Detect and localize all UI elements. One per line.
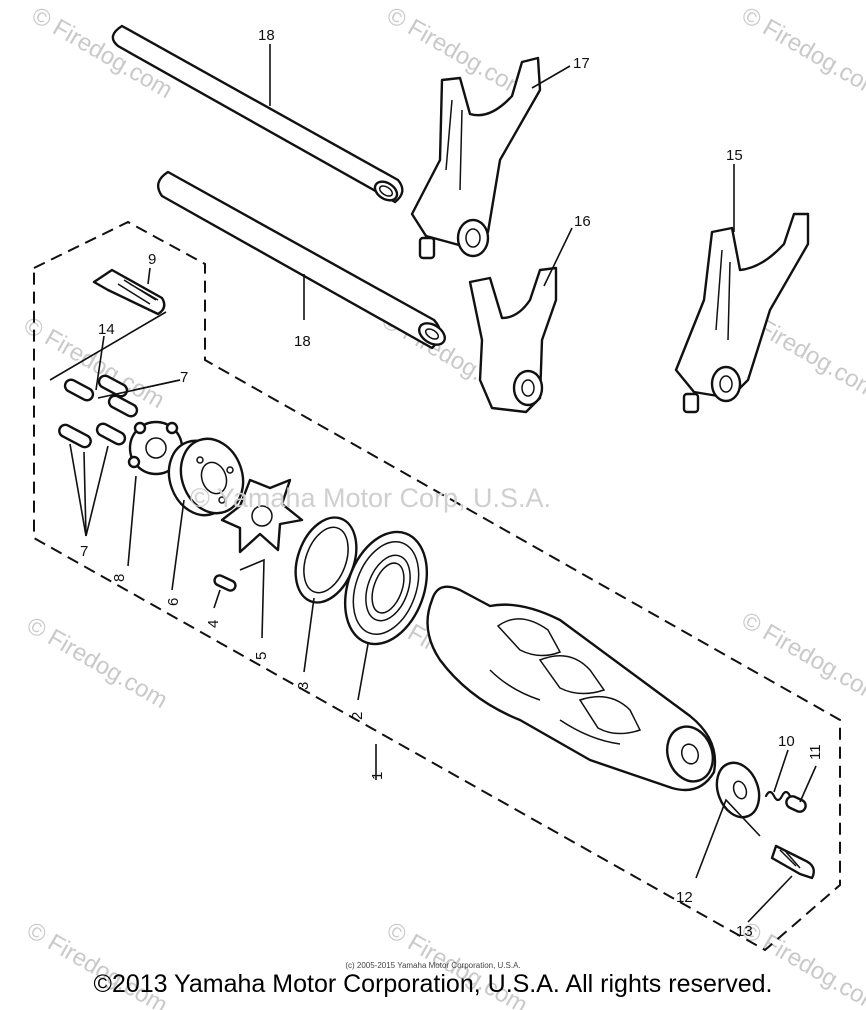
center-watermark: © Yamaha Motor Corp, U.S.A. <box>190 483 552 513</box>
leader-lines <box>49 44 817 923</box>
label-9: 9 <box>148 251 156 268</box>
label-16: 16 <box>574 213 591 230</box>
stopper-plate-5 <box>220 478 304 554</box>
label-2: 2 <box>349 712 366 720</box>
watermark-mid-left: © Firedog.com <box>19 312 169 414</box>
segment-plate-8 <box>127 420 184 476</box>
assembly-boundary <box>33 220 841 952</box>
small-copyright: (c) 2005-2015 Yamaha Motor Corporation, … <box>345 961 521 970</box>
shift-fork-15 <box>674 212 810 414</box>
pin-11 <box>785 795 807 813</box>
label-7-lower: 7 <box>80 543 88 560</box>
watermark-top-right: © Firedog.com <box>737 2 866 104</box>
watermark-low-left: © Firedog.com <box>22 612 172 714</box>
label-6: 6 <box>165 598 182 606</box>
label-13: 13 <box>736 923 753 940</box>
shift-rod-upper <box>111 24 404 204</box>
label-12: 12 <box>676 889 693 906</box>
label-15: 15 <box>726 147 743 164</box>
shift-fork-16 <box>468 266 558 414</box>
label-5: 5 <box>253 652 270 660</box>
label-11: 11 <box>807 744 824 760</box>
shift-rod-lower <box>156 170 446 350</box>
spring-10 <box>764 790 792 802</box>
screw-13 <box>770 844 815 880</box>
label-4: 4 <box>205 620 222 628</box>
dowel-pins-7 <box>58 374 139 449</box>
label-8: 8 <box>111 574 128 582</box>
screw-9 <box>92 268 166 316</box>
label-3: 3 <box>295 682 312 690</box>
label-18-upper: 18 <box>258 27 275 44</box>
washer-12 <box>715 761 761 819</box>
drum-segment-6 <box>167 437 245 517</box>
pin-4 <box>213 574 237 592</box>
callout-labels: 18 17 15 16 9 18 14 7 7 8 6 4 5 3 2 1 10… <box>80 27 824 940</box>
copyright-notice: ©2013 Yamaha Motor Corporation, U.S.A. A… <box>93 970 773 998</box>
label-17: 17 <box>573 55 590 72</box>
label-10: 10 <box>778 733 795 750</box>
shift-fork-17 <box>410 56 542 260</box>
label-7-upper: 7 <box>180 369 188 386</box>
bearing-2 <box>343 530 429 646</box>
watermark-low-right: © Firedog.com <box>737 607 866 709</box>
label-18-lower: 18 <box>294 333 311 350</box>
label-14: 14 <box>98 321 115 338</box>
label-1: 1 <box>369 772 386 780</box>
shift-drum <box>426 585 717 792</box>
